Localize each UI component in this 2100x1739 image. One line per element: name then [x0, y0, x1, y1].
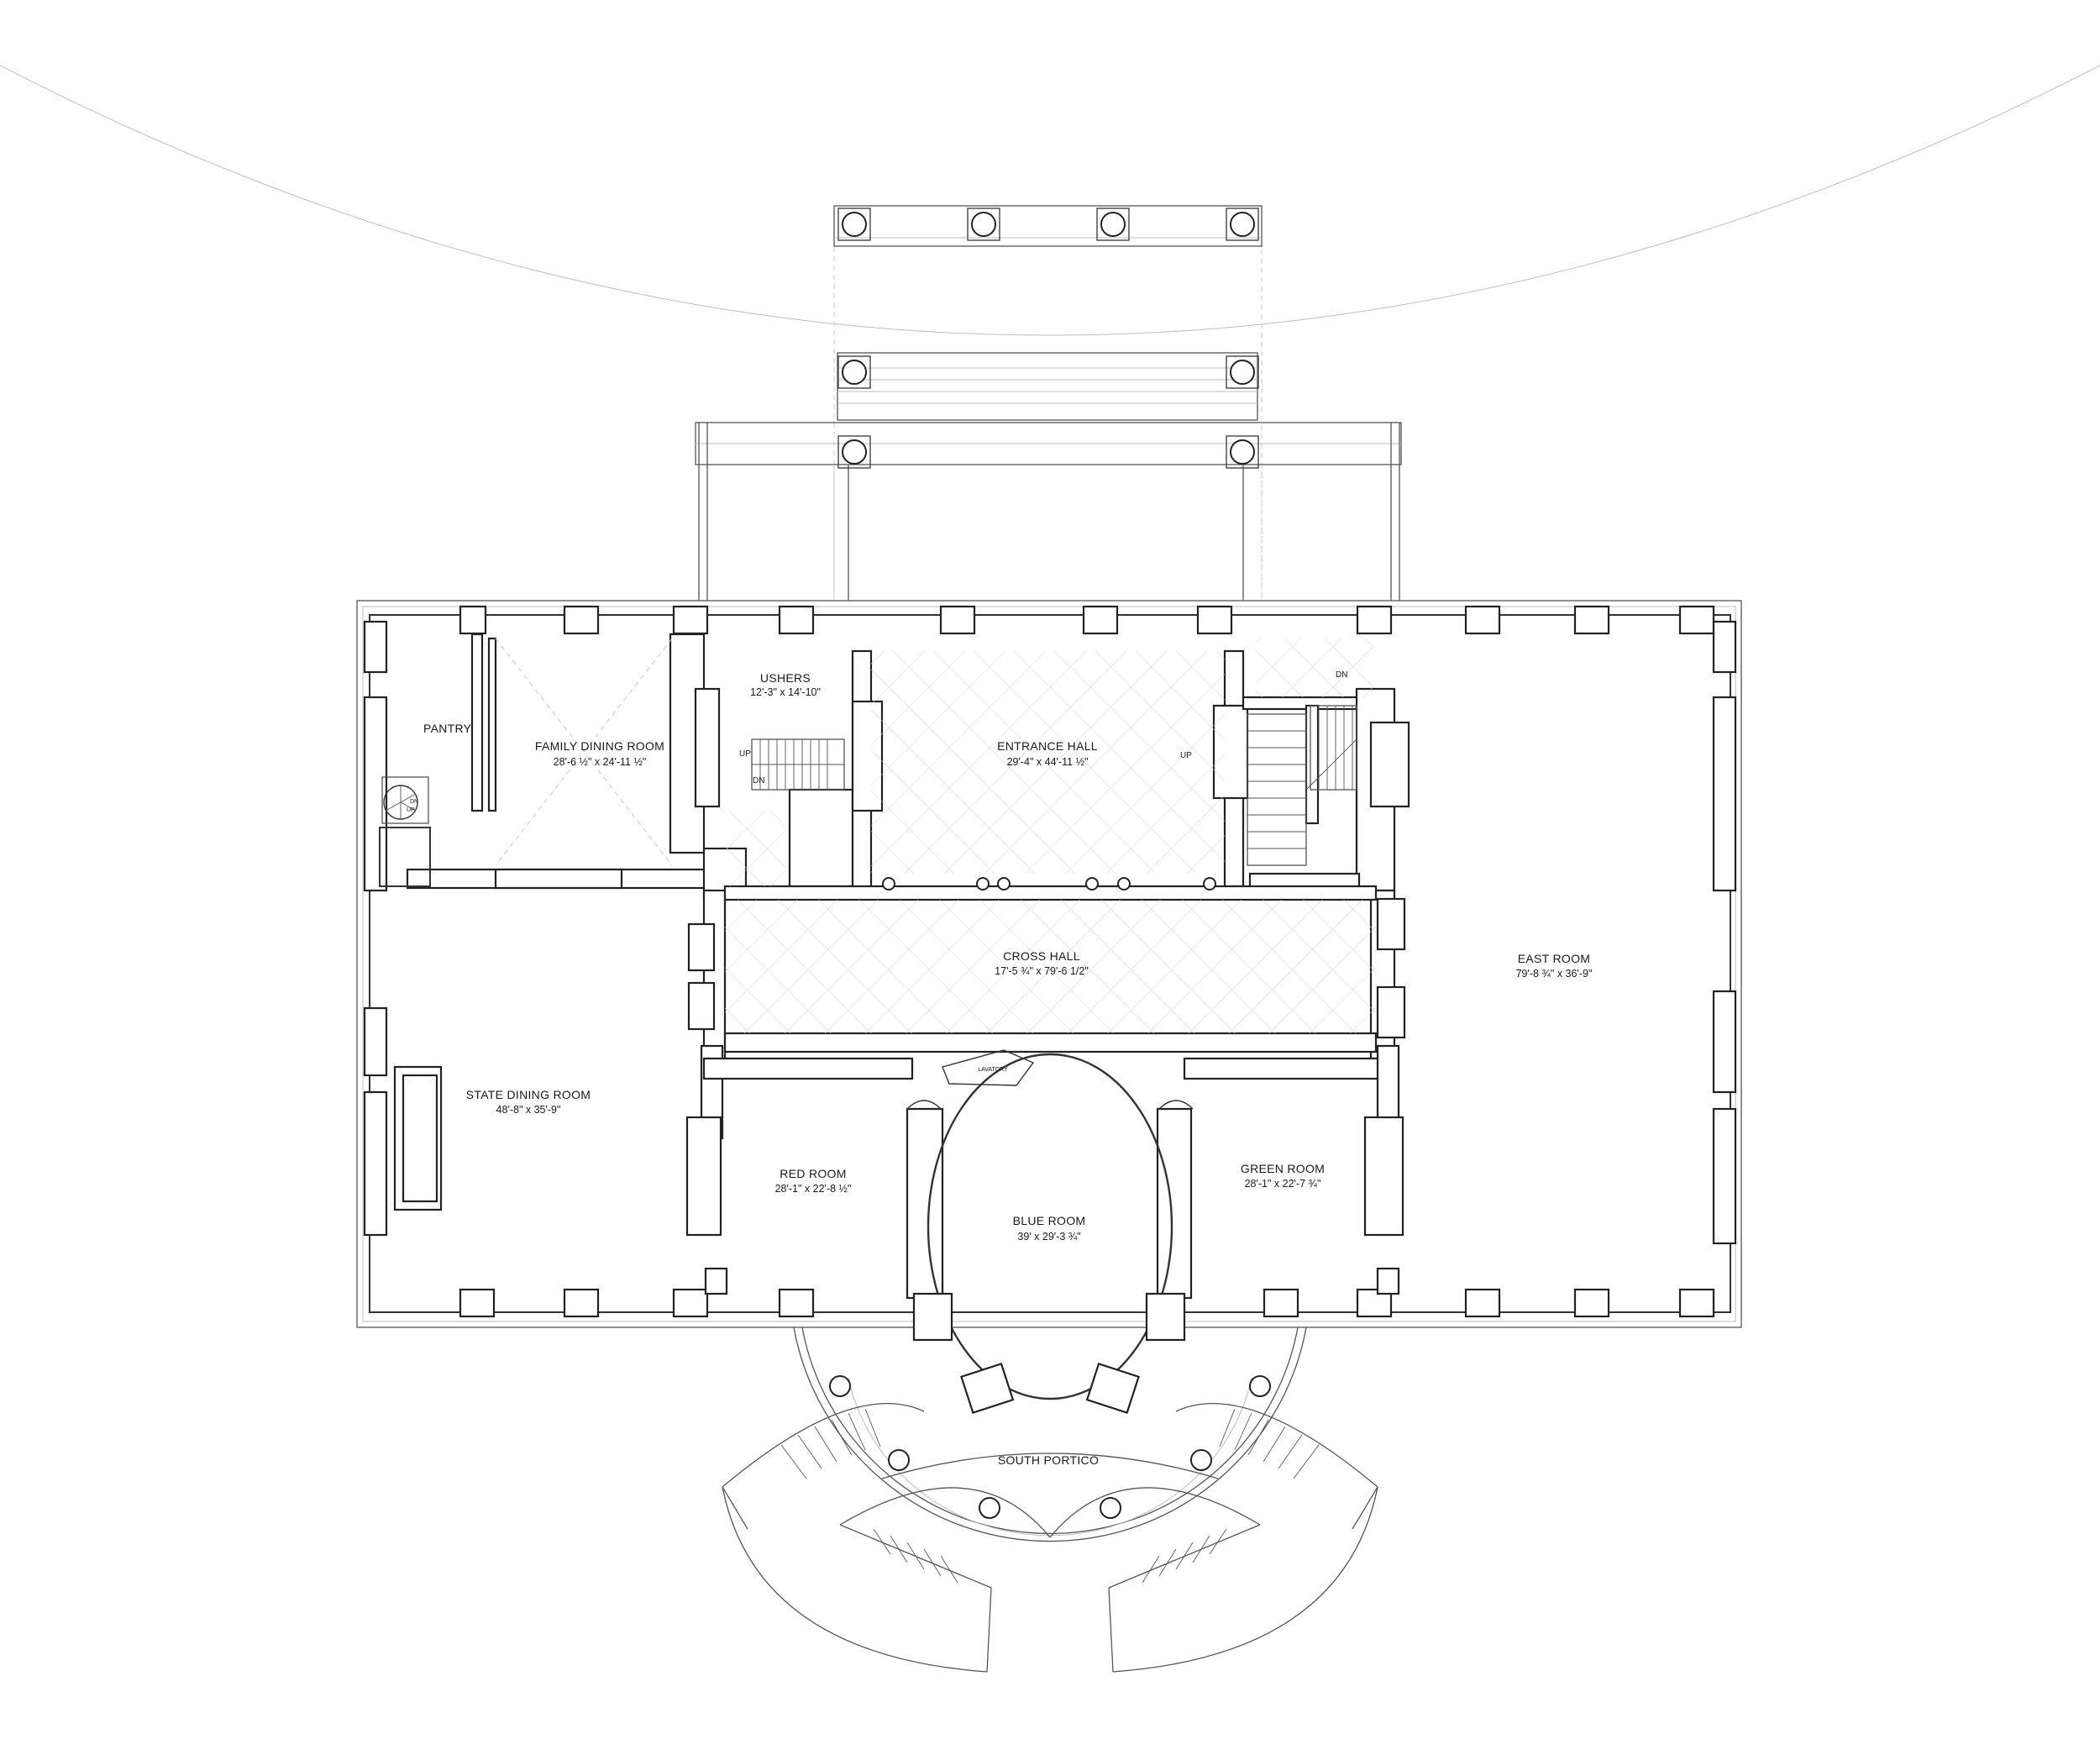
room-labels: PANTRY FAMILY DINING ROOM 28'-6 ½" x 24'…: [423, 671, 1592, 1467]
south-portico: [722, 1327, 1378, 1673]
label-cross-hall: CROSS HALL: [1003, 949, 1080, 963]
south-stair-treads: [780, 1408, 1320, 1584]
label-ushers-up: UP: [739, 749, 751, 759]
dim-entrance-hall: 29'-4" x 44'-11 ½": [1007, 756, 1089, 768]
stair-labels: UP DN UP DN DN UP: [407, 670, 1347, 813]
dim-family-dining: 28'-6 ½" x 24'-11 ½": [554, 756, 647, 768]
label-pantry-dn: DN: [410, 799, 418, 805]
south-window-piers: [459, 1288, 1715, 1318]
label-pantry-up: UP: [407, 807, 415, 813]
label-east-room: EAST ROOM: [1518, 952, 1590, 965]
label-ushers: USHERS: [760, 671, 811, 685]
side-wall-piers: [363, 620, 1737, 1245]
dim-state-dining: 48'-8" x 35'-9": [496, 1104, 561, 1116]
dim-green-room: 28'-1" x 22'-7 ¾": [1245, 1178, 1321, 1190]
label-east-dn: DN: [1336, 670, 1347, 680]
label-state-dining: STATE DINING ROOM: [466, 1088, 591, 1101]
north-columns: [837, 208, 1259, 469]
building-shell: [356, 600, 1742, 1328]
label-ushers-dn: DN: [753, 776, 764, 785]
entrance-hall-columns: [882, 877, 1216, 891]
label-family-dining: FAMILY DINING ROOM: [535, 739, 664, 753]
label-green-room: GREEN ROOM: [1241, 1162, 1325, 1175]
south-portico-columns: [829, 1375, 1271, 1519]
dim-east-room: 79'-8 ¾" x 36'-9": [1516, 968, 1593, 980]
label-red-room: RED ROOM: [780, 1167, 846, 1180]
dim-red-room: 28'-1" x 22'-8 ½": [775, 1183, 852, 1195]
hatched-floors: [725, 638, 1376, 1033]
north-drive-curve: [0, 65, 2100, 336]
family-dining-diagonals: [495, 638, 673, 866]
lavatory: [942, 1049, 1035, 1086]
label-east-up: UP: [1180, 751, 1192, 760]
pantry-spiral-stair: [379, 776, 431, 887]
dim-cross-hall: 17'-5 ¾" x 79'-6 1/2": [995, 965, 1089, 977]
label-blue-room: BLUE ROOM: [1013, 1214, 1086, 1227]
label-entrance-hall: ENTRANCE HALL: [997, 739, 1098, 753]
label-pantry: PANTRY: [423, 722, 472, 735]
label-lavatory: LAVATORY: [978, 1067, 1008, 1073]
ushers-stair: [751, 738, 845, 791]
blue-room-oval: [906, 1053, 1194, 1414]
north-portico: [695, 205, 1402, 602]
label-south-portico: SOUTH PORTICO: [998, 1453, 1099, 1467]
dim-ushers: 12'-3" x 14'-10": [750, 686, 821, 698]
north-window-piers: [459, 605, 1715, 635]
east-main-stair: [1247, 705, 1357, 866]
dim-blue-room: 39' x 29'-3 ¾": [1017, 1231, 1080, 1243]
